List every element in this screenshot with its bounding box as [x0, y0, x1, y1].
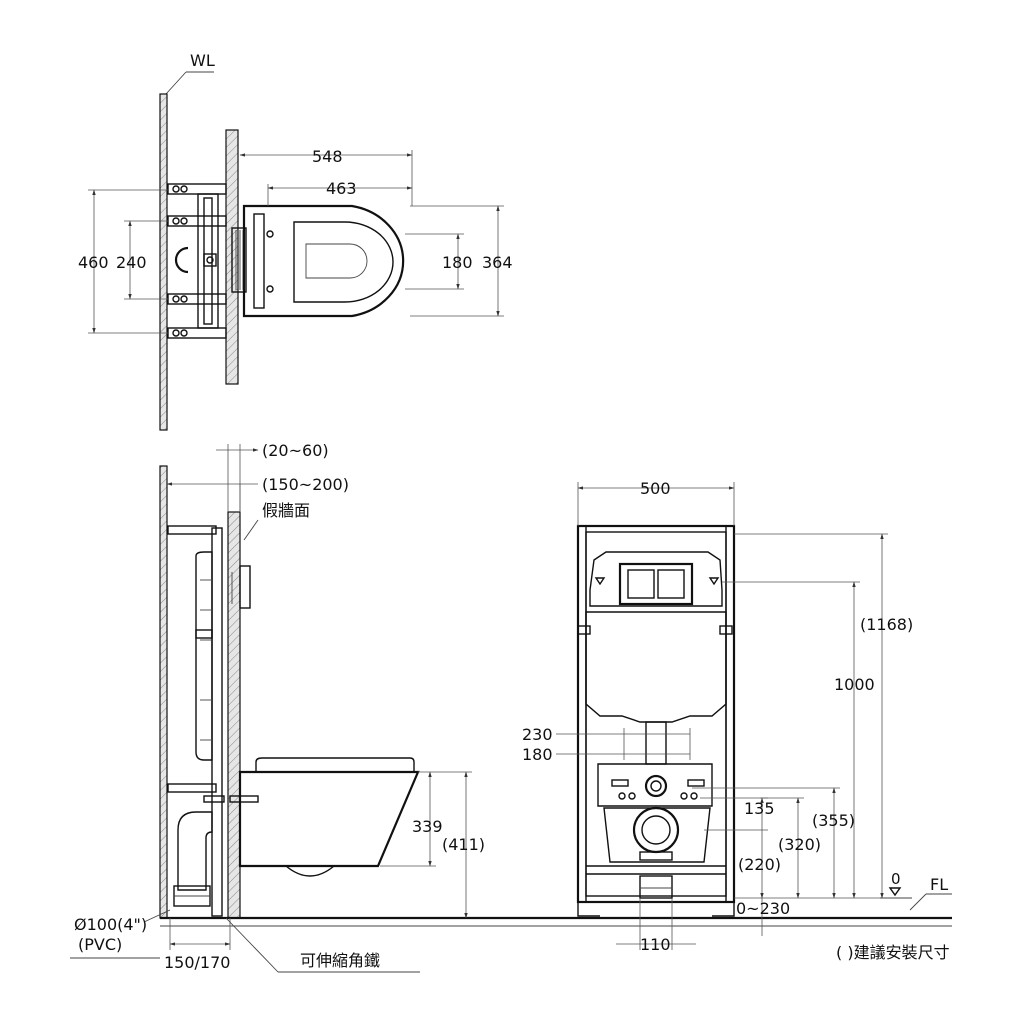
dim-460: 460	[78, 253, 109, 272]
dim-0-230: 0~230	[736, 899, 790, 918]
pipe-diameter-label: Ø100(4")	[74, 915, 147, 934]
dim-135: 135	[744, 799, 775, 818]
wl-label: WL	[190, 51, 215, 70]
dim-180-front: 180	[522, 745, 553, 764]
dim-364: 364	[482, 253, 513, 272]
bowl-top-outline	[242, 204, 405, 318]
dim-110: 110	[640, 935, 671, 954]
dim-20-60: (20~60)	[262, 441, 329, 460]
legend-note: ( )建議安裝尺寸	[836, 943, 950, 962]
side-dimensions	[70, 444, 472, 973]
dim-1168: (1168)	[860, 615, 913, 634]
top-view: WL	[78, 51, 513, 431]
fl-label: FL	[930, 875, 948, 894]
back-wall	[159, 93, 168, 431]
zero-level: 0	[891, 870, 901, 888]
side-view: (20~60) (150~200) 假牆面 339 (411) Ø100(4")…	[70, 441, 952, 973]
dim-1000: 1000	[834, 675, 875, 694]
dim-463: 463	[326, 179, 357, 198]
side-false-wall	[227, 511, 241, 919]
pipe-material-label: (PVC)	[78, 935, 122, 954]
front-dimensions	[556, 482, 952, 950]
bowl-side-outline	[229, 757, 420, 877]
dim-180: 180	[442, 253, 473, 272]
dim-500: 500	[640, 479, 671, 498]
dim-230: 230	[522, 725, 553, 744]
bracket-label: 可伸縮角鐵	[300, 951, 380, 970]
false-wall-label: 假牆面	[262, 501, 310, 520]
front-frame	[576, 524, 736, 917]
dim-339: 339	[412, 817, 443, 836]
dim-548: 548	[312, 147, 343, 166]
dim-240: 240	[116, 253, 147, 272]
frame-brackets	[167, 183, 227, 339]
dim-320: (320)	[778, 835, 821, 854]
dim-220: (220)	[738, 855, 781, 874]
front-view: 500 (1168) 1000 230 180 135 (355) (320) …	[522, 479, 952, 962]
dim-150-200: (150~200)	[262, 475, 349, 494]
dim-355: (355)	[812, 811, 855, 830]
dim-411: (411)	[442, 835, 485, 854]
dim-150-170: 150/170	[164, 953, 230, 972]
flush-flange	[231, 227, 247, 293]
side-flush-plate	[239, 565, 251, 609]
side-back-wall	[159, 465, 168, 919]
side-frame	[167, 525, 225, 917]
top-dimensions	[88, 150, 504, 334]
